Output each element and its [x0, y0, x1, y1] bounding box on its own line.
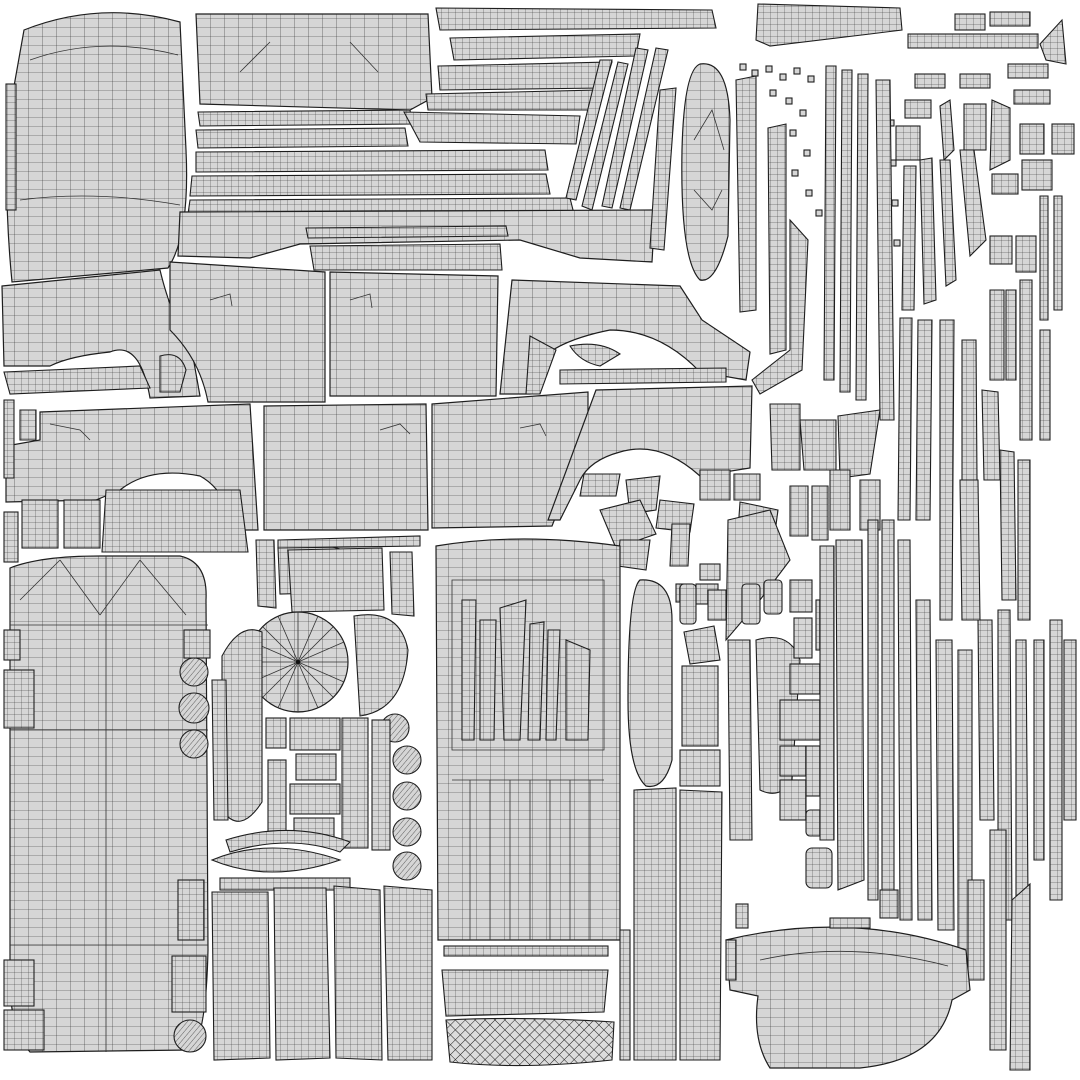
floor-side-strips: [3, 511, 211, 1051]
roof-rail-strip: [755, 3, 903, 47]
oval-window-island: [681, 63, 731, 281]
diagonal-strips: [565, 47, 677, 251]
fender-arch-parts: [211, 535, 421, 822]
lower-left-door: [263, 403, 429, 531]
lens-shaped-parts: [210, 829, 351, 891]
rear-fender-island: [169, 261, 326, 403]
tall-side-strip: [819, 539, 865, 891]
tailgate-island: [195, 13, 433, 111]
top-right-small-parts: [907, 11, 1067, 105]
bottom-cloth-panels: [211, 885, 433, 1061]
tiny-bolt-islands: [739, 63, 901, 247]
bottom-right-small-parts: [725, 889, 899, 981]
floor-panel-island: [9, 555, 209, 1053]
lower-right-strips: [867, 519, 1077, 1071]
tall-window-panels: [619, 787, 723, 1061]
lower-rear-quarter: [547, 385, 753, 521]
bumper-strips: [187, 109, 575, 215]
mid-bracket-cluster: [579, 403, 881, 571]
right-mid-small-parts: [779, 579, 833, 821]
front-door-island: [329, 271, 499, 397]
small-parts-row2: [3, 335, 727, 395]
wheel-disc-island: [247, 611, 349, 713]
windshield-island: [725, 926, 971, 1069]
bed-lower-parts: [441, 945, 615, 1067]
bed-frame-inner-strips: [461, 599, 591, 741]
round-hatch-parts: [173, 657, 422, 1053]
tall-oval-panel: [627, 579, 673, 788]
row3-small-parts: [3, 399, 249, 553]
thin-strip-left: [5, 83, 17, 211]
hood-island: [6, 12, 188, 283]
vertical-trim-strips: [735, 65, 895, 421]
right-bracket-cluster: [895, 99, 1075, 321]
right-long-strips: [897, 279, 1051, 621]
